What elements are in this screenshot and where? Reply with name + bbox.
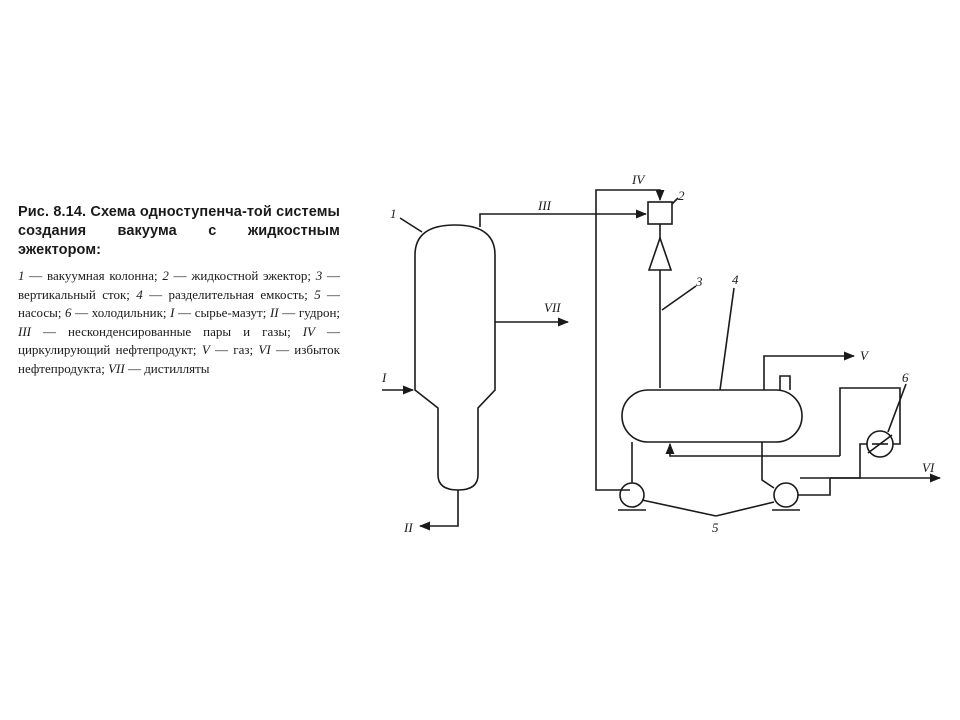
legend-item-number: 1 [18,268,25,283]
legend-item-number: I [170,305,175,320]
vacuum-column [414,224,496,491]
line-residue-ii [418,490,459,531]
legend-item-text: избыток нефтепродукта; [18,342,341,376]
figure-legend: 1 — вакуумная колонна; 2 — жидкостной эж… [18,267,340,378]
legend-item-text: гудрон; [298,305,341,320]
legend-item-text: дистилляты [144,360,210,376]
label-circulating: IV [631,172,646,187]
legend-item: III — несконденсированные пары и газы; [18,323,291,339]
legend-item-number: VII [108,360,125,376]
separator-vessel [621,389,803,443]
legend-item-text: холодильник; [91,305,167,320]
label-pumps: 5 [712,520,719,535]
legend-item-text: циркулирующий нефтепродукт; [18,342,197,357]
legend-item-text: разделительная емкость; [168,286,308,302]
legend-item-number: 2 [162,268,169,283]
label-feed: I [381,370,387,385]
line-return [665,442,840,457]
legend-item-number: 6 [65,305,72,320]
figure-title: Рис. 8.14. Схема одноступенча-той систем… [18,204,340,258]
legend-item: V — газ; [201,342,254,357]
legend-item-number: 3 [315,268,323,283]
line-gas-v [763,351,856,390]
label-excess: VI [922,460,935,475]
label-gas: V [860,348,870,363]
label-ejector: 2 [678,188,685,203]
legend-item: IV — циркулирующий нефтепродукт; [18,323,341,358]
label-vapors: III [537,198,552,213]
legend-item: VII — дистилляты [108,360,210,376]
ejector-diffuser [647,235,673,271]
line-circulating-iv [595,189,665,491]
label-downcomer: 3 [695,274,703,289]
pump-right [773,482,799,508]
legend-item-text: вертикальный сток; [18,286,130,302]
legend-item: 6 — холодильник; [65,305,167,320]
schematic-svg: 1 2 3 4 5 6 I II III IV V VI VII [381,172,942,535]
legend-item: VI — избыток нефтепродукта; [18,342,341,376]
liquid-ejector [647,201,673,225]
legend-item: 1 — вакуумная колонна; [18,268,158,283]
legend-item-number: V [201,342,210,357]
legend-item-text: несконденсированные пары и газы; [68,323,291,339]
legend-item-text: жидкостной эжектор; [191,268,311,283]
label-residue: II [403,520,413,535]
legend-item: II — гудрон; [269,305,341,320]
legend-item-number: 4 [136,286,143,302]
pump-left [619,482,645,508]
legend-item-text: вакуумная колонна; [47,268,158,283]
legend-item: 5 — насосы; [18,286,341,321]
legend-item-text: газ; [233,342,254,357]
legend-item: 4 — разделительная емкость; [136,286,308,302]
legend-item-text: насосы; [18,305,62,320]
legend-item-number: II [269,305,279,320]
process-diagram: 1 2 3 4 5 6 I II III IV V VI VII [360,160,950,540]
legend-item: I — сырье-мазут; [170,305,267,320]
legend-item: 2 — жидкостной эжектор; [162,268,311,283]
label-column: 1 [390,206,397,221]
label-separator: 4 [732,272,739,287]
legend-item-number: 5 [314,286,321,302]
legend-item-number: III [18,323,31,339]
legend-item-number: IV [302,323,315,339]
line-vapors-iii [479,209,648,227]
figure-caption: Рис. 8.14. Схема одноступенча-той систем… [18,203,340,378]
legend-item-number: VI [258,342,271,357]
label-distillates: VII [544,300,561,315]
label-cooler: 6 [902,370,909,385]
legend-item-text: сырье-мазут; [194,305,267,320]
legend-item: 3 — вертикальный сток; [18,268,340,302]
